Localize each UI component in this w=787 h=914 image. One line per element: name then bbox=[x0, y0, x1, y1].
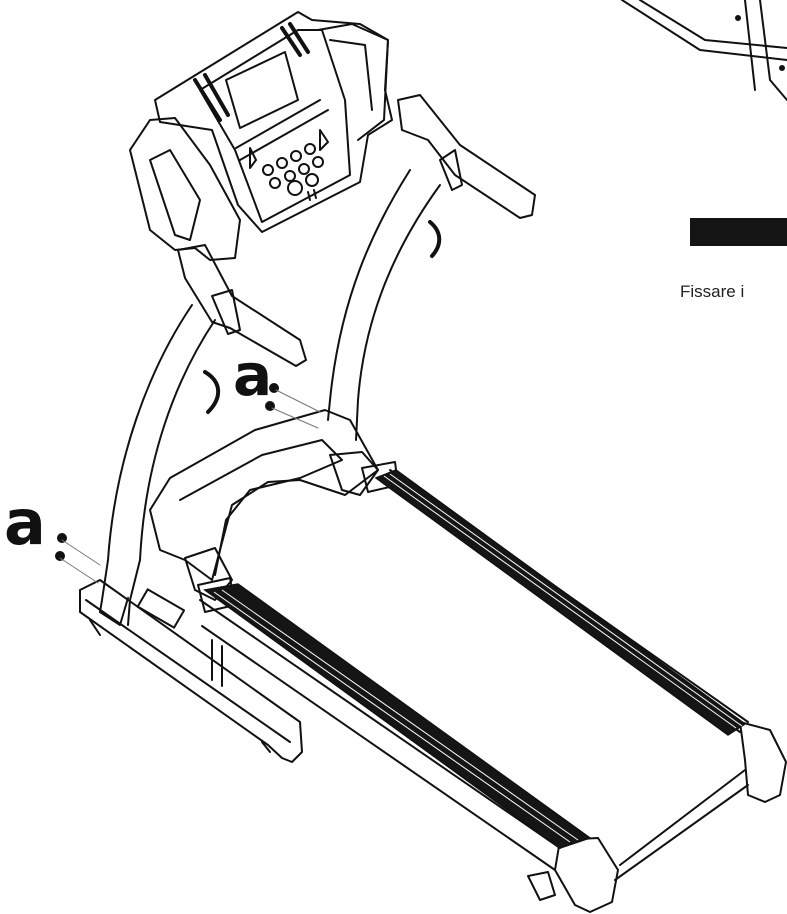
upright-posts bbox=[99, 169, 441, 626]
step-title-bar bbox=[690, 218, 787, 246]
rear-end-caps bbox=[527, 721, 787, 913]
part-label-a-lower: a bbox=[4, 486, 46, 559]
belt-lines bbox=[213, 473, 743, 843]
left-handrail bbox=[129, 117, 307, 367]
motor-hood bbox=[149, 409, 379, 601]
inset-detail-diagram bbox=[621, 0, 787, 101]
base-frame bbox=[79, 579, 303, 763]
rotation-arrows bbox=[203, 220, 442, 414]
instruction-caption: Fissare i bbox=[680, 282, 745, 301]
right-handrail bbox=[317, 23, 536, 219]
part-label-a-upper: a bbox=[233, 341, 273, 409]
screws bbox=[55, 383, 321, 584]
console-unit bbox=[154, 11, 393, 233]
